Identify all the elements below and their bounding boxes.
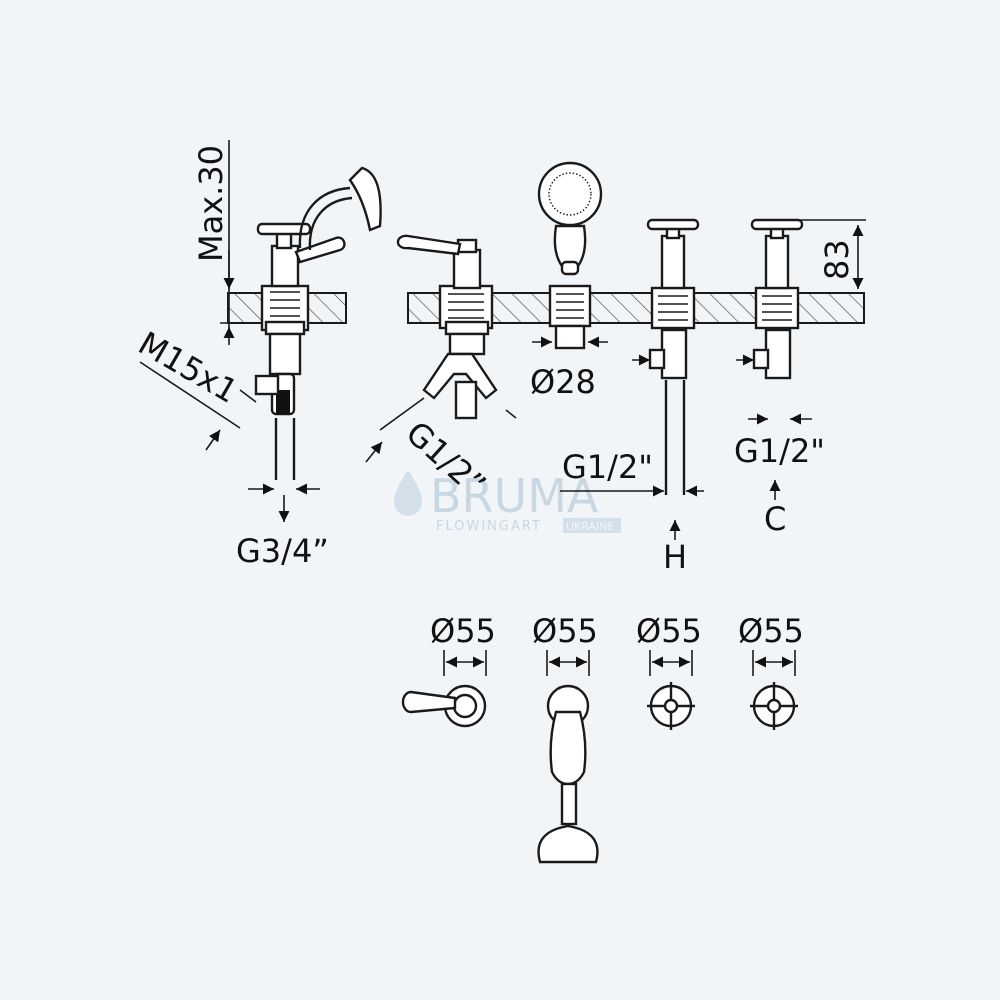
assembly-handshower-holder [537, 161, 603, 350]
drop-logo-icon [394, 470, 422, 516]
assembly-hot-valve [646, 218, 700, 495]
hot-label: H [663, 538, 687, 576]
watermark-region: UKRAINE [566, 520, 614, 533]
cold-inlet-thread-label: G1/2" [734, 432, 825, 470]
assembly-cold-valve [750, 218, 804, 380]
rosette-cross-cold [750, 650, 798, 730]
rosette-4-diameter-label: Ø55 [738, 612, 804, 650]
rosette-handshower [537, 650, 599, 864]
watermark: BRUMA FLOWINGART UKRAINE [394, 469, 621, 534]
watermark-tagline: FLOWINGART [436, 519, 542, 534]
watermark-region-badge [563, 518, 621, 533]
rosette-3-diameter-label: Ø55 [636, 612, 702, 650]
handshower-diameter-label: Ø28 [530, 363, 596, 401]
height-label: 83 [818, 239, 856, 280]
hot-inlet-thread-label: G1/2" [562, 448, 653, 486]
assembly-diverter-handshower [239, 166, 382, 480]
rosette-lever [401, 650, 487, 728]
watermark-brand: BRUMA [430, 469, 599, 523]
rosette-cross-hot [647, 650, 695, 730]
outlet-thread-label: G3/4” [236, 532, 329, 570]
rosette-2-diameter-label: Ø55 [532, 612, 598, 650]
cold-label: C [764, 500, 786, 538]
rosette-1-diameter-label: Ø55 [430, 612, 496, 650]
assembly-lever-diverter [396, 234, 498, 420]
dimension-lines [139, 140, 866, 540]
max-height-label: Max.30 [192, 145, 230, 262]
top-view: Ø55 Ø55 Ø55 Ø55 [401, 612, 804, 864]
